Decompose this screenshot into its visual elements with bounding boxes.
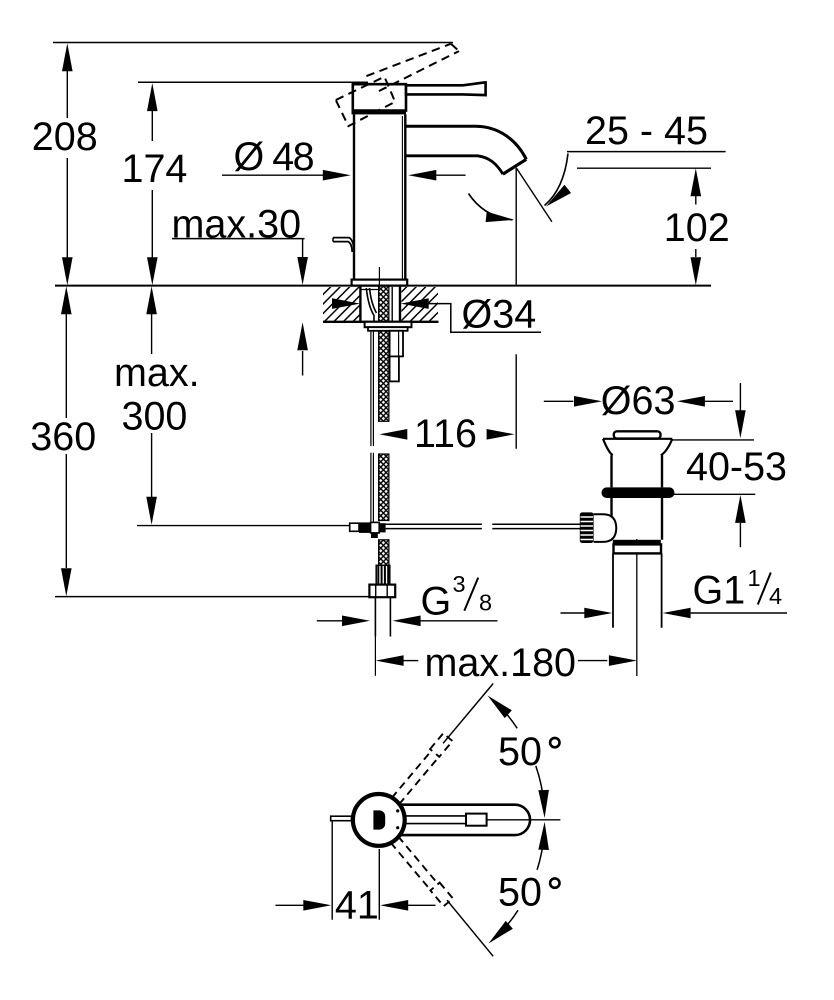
svg-text:Ø63: Ø63 [601, 379, 676, 423]
svg-text:Ø34: Ø34 [462, 293, 537, 337]
svg-text:50: 50 [498, 730, 542, 774]
svg-text:208: 208 [32, 115, 98, 159]
svg-text:3: 3 [453, 571, 466, 597]
svg-text:max.180: max.180 [425, 641, 577, 685]
svg-text:4: 4 [769, 583, 782, 609]
svg-text:50: 50 [498, 871, 542, 915]
svg-text:40-53: 40-53 [686, 445, 787, 489]
svg-text:1: 1 [748, 565, 761, 591]
svg-text:Ø 48: Ø 48 [234, 135, 314, 179]
svg-text:max.: max. [114, 351, 200, 395]
svg-text:102: 102 [664, 206, 730, 250]
svg-text:25 - 45: 25 - 45 [585, 109, 708, 153]
svg-text:174: 174 [122, 147, 188, 191]
svg-text:116: 116 [414, 412, 477, 456]
svg-text:max.30: max.30 [172, 203, 302, 247]
svg-text:41: 41 [335, 884, 379, 928]
svg-text:360: 360 [30, 415, 96, 459]
svg-text:G1: G1 [693, 569, 746, 613]
svg-text:8: 8 [479, 590, 492, 616]
svg-text:300: 300 [122, 395, 188, 439]
svg-text:G: G [421, 580, 452, 624]
